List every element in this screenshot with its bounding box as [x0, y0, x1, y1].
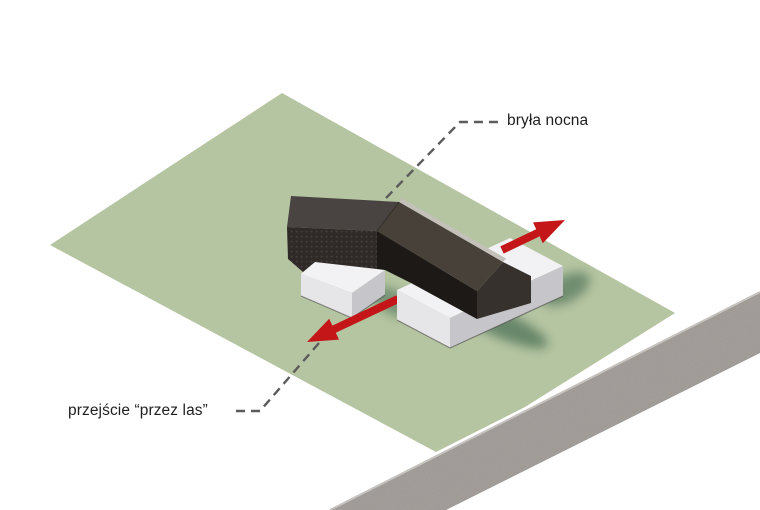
plinth-left-southwest-face [301, 274, 352, 318]
mass-right-roof-slope [377, 202, 503, 291]
mass-fold-crease [376, 201, 400, 232]
mass-ridge-highlight [399, 198, 506, 262]
mass-left-wall-stipple [287, 227, 377, 272]
road-curb-line [329, 291, 760, 510]
label-building-mass: bryła nocna [507, 112, 589, 129]
mass-left-roof-face [287, 196, 399, 231]
plinth-right-ground-line [396, 295, 564, 349]
mass-right-wall-face [377, 231, 477, 319]
arrow-northeast-half [500, 220, 565, 254]
mass-gable-face [477, 262, 531, 319]
plinth-left-top-face [301, 261, 385, 293]
leader-line-passage [236, 342, 320, 413]
plinth-right-southwest-face [397, 290, 450, 348]
leader-line-building-mass [385, 120, 504, 199]
plinth-left-southeast-face [352, 270, 385, 318]
arrow-southwest-half [307, 295, 400, 342]
label-passage: przejście “przez las” [68, 402, 208, 419]
